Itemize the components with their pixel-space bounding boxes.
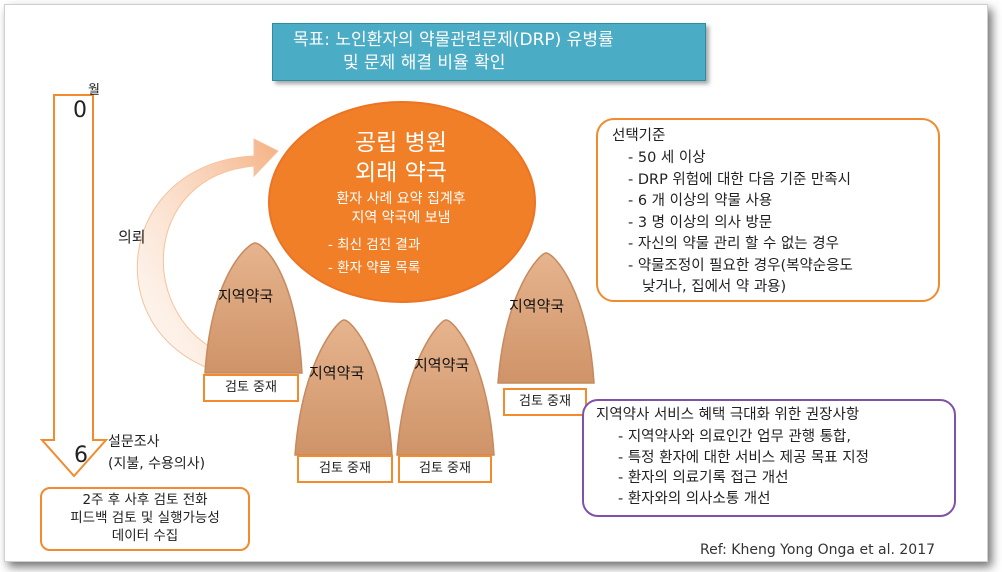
pharmacy-arch-1 [204, 242, 303, 374]
pharmacy-arch-4 [497, 252, 595, 384]
pharmacy-label-2: 지역약국 [309, 364, 365, 382]
goal-title-box: 목표: 노인환자의 약물관련문제(DRP) 유병률 및 문제 해결 비율 확인 [272, 23, 706, 81]
goal-title-line1: 목표: 노인환자의 약물관련문제(DRP) 유병률 [293, 30, 614, 50]
pharmacy-label-1: 지역약국 [218, 287, 274, 305]
criteria-item: - 50 세 이상 [628, 150, 706, 166]
criteria-title: 선택기준 [612, 128, 666, 144]
recommendation-item: - 지역약사와 의료인간 업무 관행 통합, [618, 429, 851, 445]
review-box-4: 검토 중재 [503, 388, 587, 416]
selection-criteria-box: 선택기준 - 50 세 이상 - DRP 위험에 대한 다음 기준 만족시 - … [596, 118, 940, 302]
referral-curved-arrow [136, 138, 279, 372]
survey-note-line1: 설문조사 [108, 434, 160, 450]
hospital-sub-line2: 지역 약국에 보냄 [351, 210, 451, 226]
hospital-text: 공립 병원 외래 약국 환자 사례 요약 집계후 지역 약국에 보냄 [296, 128, 506, 228]
pharmacy-label-4: 지역약국 [509, 297, 565, 315]
criteria-item: - 약물조정이 필요한 경우(복약순응도 [628, 257, 853, 274]
recommendation-item: - 환자와의 의사소통 개선 [618, 490, 771, 507]
timeline-end: 6 [74, 443, 88, 468]
criteria-item: 낮거나, 집에서 약 과용) [642, 279, 787, 295]
hospital-bullets: - 최신 검진 결과 - 환자 약물 목록 [328, 234, 420, 280]
hospital-sub-line1: 환자 사례 요약 집계후 [336, 191, 466, 207]
followup-line2: 피드백 검토 및 실행가능성 [70, 510, 220, 526]
followup-line1: 2주 후 사후 검토 전화 [82, 492, 208, 508]
survey-note-line2: (지불, 수용의사) [108, 456, 206, 472]
recommendations-list: - 지역약사와 의료인간 업무 관행 통합, - 특정 환자에 대한 서비스 제… [618, 427, 869, 509]
hospital-bullet: - 최신 검진 결과 [328, 237, 421, 253]
hospital-title-line1: 공립 병원 [355, 130, 447, 156]
hospital-title-line2: 외래 약국 [355, 160, 447, 186]
timeline-unit-label: 월 [88, 83, 100, 98]
recommendation-item: - 특정 환자에 대한 서비스 제공 목표 지정 [618, 449, 869, 466]
followup-line3: 데이터 수집 [111, 528, 179, 544]
reference-citation: Ref: Kheng Yong Onga et al. 2017 [700, 542, 936, 558]
criteria-item: - 자신의 약물 관리 할 수 없는 경우 [628, 236, 839, 252]
timeline-start: 0 [73, 98, 87, 123]
recommendation-item: - 환자의 의료기록 접근 개선 [618, 470, 789, 486]
criteria-list: - 50 세 이상 - DRP 위험에 대한 다음 기준 만족시 - 6 개 이… [628, 148, 853, 299]
hospital-ellipse [268, 101, 536, 303]
review-box-1: 검토 중재 [203, 374, 299, 402]
review-box-2: 검토 중재 [297, 455, 393, 483]
criteria-item: - 3 명 이상의 의사 방문 [628, 214, 773, 231]
survey-note: 설문조사 (지불, 수용의사) [108, 431, 205, 475]
pharmacy-arch-2 [294, 319, 393, 456]
goal-title-line2: 및 문제 해결 비율 확인 [343, 53, 506, 73]
criteria-item: - DRP 위험에 대한 다음 기준 만족시 [628, 171, 851, 188]
review-box-3: 검토 중재 [398, 455, 492, 483]
timeline-arrow [39, 94, 109, 478]
referral-label: 의뢰 [118, 228, 146, 246]
pharmacy-label-3: 지역약국 [414, 356, 470, 374]
pharmacy-arch-3 [396, 319, 495, 456]
recommendations-title: 지역약사 서비스 혜택 극대화 위한 권장사항 [596, 407, 860, 423]
followup-box: 2주 후 사후 검토 전화 피드백 검토 및 실행가능성 데이터 수집 [40, 487, 250, 551]
hospital-bullet: - 환자 약물 목록 [328, 260, 421, 276]
recommendations-box: 지역약사 서비스 혜택 극대화 위한 권장사항 - 지역약사와 의료인간 업무 … [582, 399, 956, 517]
criteria-item: - 6 개 이상의 약물 사용 [628, 193, 773, 209]
